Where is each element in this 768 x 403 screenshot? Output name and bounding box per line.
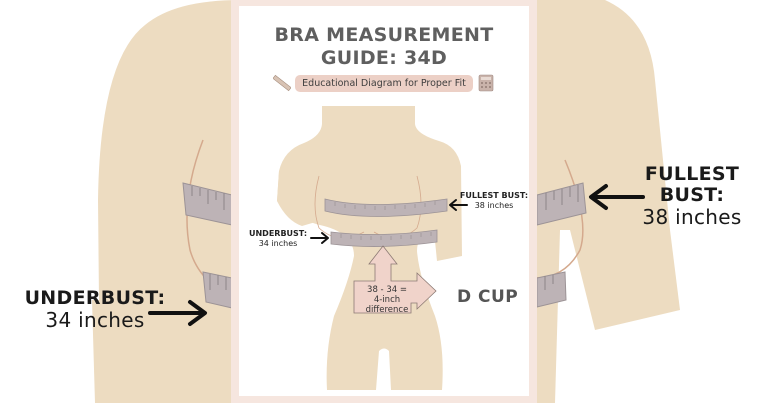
calculation-arrow-shape	[353, 245, 437, 314]
calculation-line-3: difference	[365, 305, 409, 315]
subtitle-row: Educational Diagram for Proper Fit	[239, 74, 529, 92]
background-underbust-value: 34 inches	[45, 307, 145, 332]
background-tape-lower-left	[202, 271, 233, 309]
background-underbust-label: UNDERBUST: 34 inches	[10, 288, 180, 331]
background-fullest-bust-label: FULLEST BUST: 38 inches	[612, 164, 768, 228]
background-arrow-underbust	[148, 300, 207, 326]
background-fullest-bust-value: 38 inches	[642, 204, 742, 229]
underbust-value: 34 inches	[258, 239, 298, 248]
title-line-1: BRA MEASUREMENT	[274, 24, 494, 46]
title-line-2: GUIDE: 34D	[320, 47, 448, 69]
calculation-text: 38 - 34 = 4-inch difference	[356, 285, 418, 315]
tape-underbust	[330, 229, 438, 247]
calculation-line-1: 38 - 34 =	[367, 285, 407, 295]
poster-title: BRA MEASUREMENT GUIDE: 34D	[239, 24, 529, 70]
calculation-line-2: 4-inch	[373, 295, 401, 305]
fullest-bust-value: 38 inches	[474, 201, 514, 210]
background-arrow-fullest-bust	[589, 184, 645, 210]
background-tape-lower-right	[536, 271, 567, 308]
fullest-bust-label: FULLEST BUST: 38 inches	[455, 191, 529, 211]
cup-size-result: D CUP	[457, 287, 519, 307]
background-tape-upper-left	[182, 182, 233, 226]
background-fullest-bust-title: FULLEST BUST:	[644, 163, 740, 206]
tape-fullest-bust	[324, 198, 448, 217]
poster-content: BRA MEASUREMENT GUIDE: 34D Educational D…	[239, 6, 529, 396]
ruler-icon	[272, 74, 292, 92]
underbust-label: UNDERBUST: 34 inches	[243, 229, 313, 249]
underbust-title: UNDERBUST:	[248, 229, 308, 238]
background-tape-upper-right	[536, 182, 587, 226]
fullest-bust-title: FULLEST BUST:	[459, 191, 529, 200]
subtitle-pill: Educational Diagram for Proper Fit	[295, 74, 473, 92]
arrow-fullest-bust	[449, 199, 468, 211]
background-underbust-title: UNDERBUST:	[24, 287, 166, 309]
calculator-icon	[477, 74, 495, 92]
body-illustration	[277, 106, 468, 390]
poster-frame: BRA MEASUREMENT GUIDE: 34D Educational D…	[231, 0, 537, 403]
arrow-underbust	[310, 232, 329, 244]
